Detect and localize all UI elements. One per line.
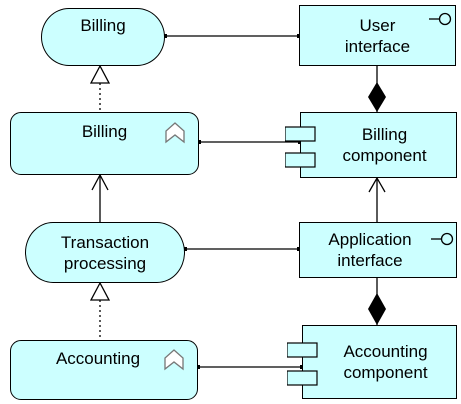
application-interface-label: Application interface [328,230,412,270]
link-billing-service-user-interface [163,34,301,38]
billing-component-label: Billing component [342,125,427,165]
billing-service[interactable]: Billing [41,8,165,66]
application-interface[interactable]: Application interface [299,222,457,278]
accounting-component-label: Accounting component [343,342,428,382]
interface-lollipop-icon [431,232,454,246]
component-icon [287,342,318,386]
link-realization-billing [89,64,111,112]
accounting-component[interactable]: Accounting component [287,325,457,399]
billing-component[interactable]: Billing component [285,112,457,178]
function-chevron-icon [164,349,184,371]
function-chevron-icon [165,122,185,144]
link-trigger-transaction-billing [91,173,109,222]
accounting-function-label: Accounting [55,348,141,368]
link-realization-accounting [89,281,111,340]
transaction-processing-service[interactable]: Transaction processing [25,222,185,283]
user-interface-label: User interface [344,15,411,56]
billing-function[interactable]: Billing [10,112,199,175]
link-transaction-application-interface [183,247,301,251]
transaction-processing-label: Transaction processing [60,232,150,273]
billing-service-label: Billing [80,15,126,35]
link-composition-application-interface [368,278,386,325]
interface-lollipop-icon [429,12,452,26]
accounting-function[interactable]: Accounting [10,340,198,400]
component-icon [285,126,316,168]
link-composition-user-interface [368,66,386,112]
user-interface[interactable]: User interface [299,5,456,66]
billing-function-label: Billing [81,122,128,141]
link-application-interface-billing-component [368,176,386,222]
